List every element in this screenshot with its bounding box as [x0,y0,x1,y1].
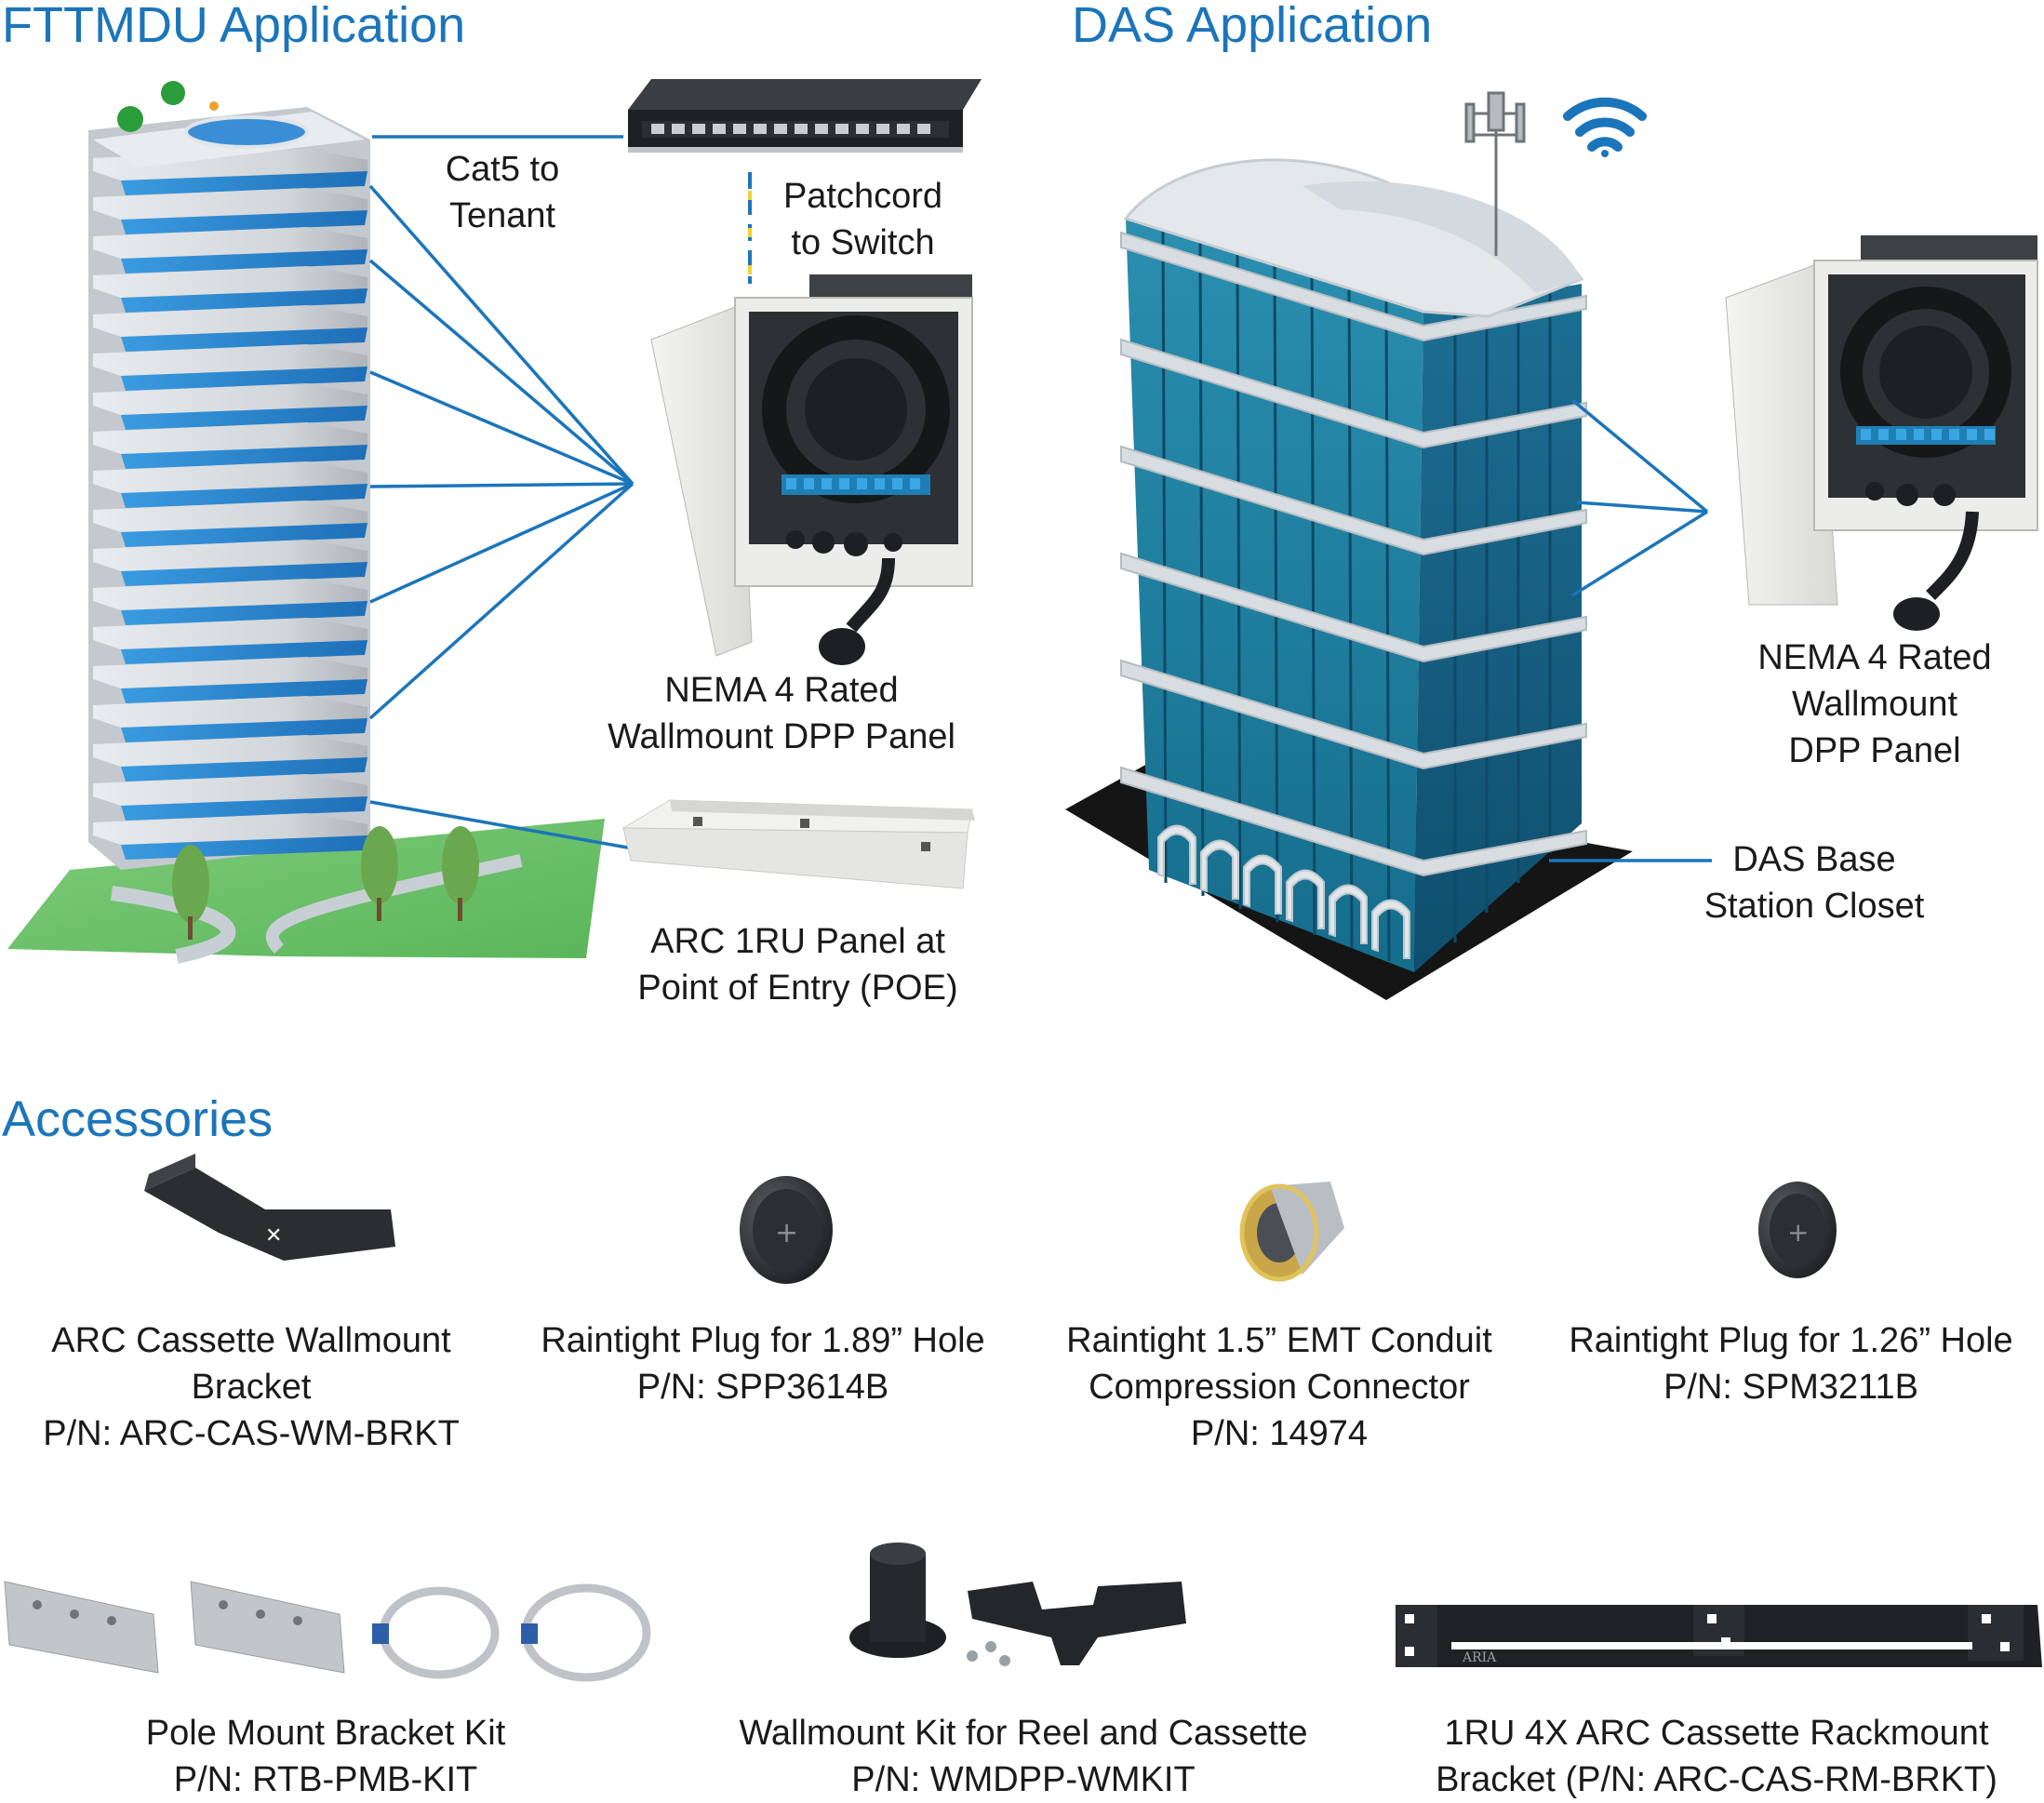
heading-fttmdu: FTTMDU Application [2,0,466,53]
trees [172,826,479,940]
raintight-plug-126: + [1758,1182,1837,1278]
cell-tower-icon [1464,91,1526,256]
arc-1ru-panel [621,799,975,889]
rack-brand-label: ARIA [1462,1650,1497,1665]
svg-text:✕: ✕ [265,1224,282,1248]
svg-text:+: + [1787,1217,1809,1248]
das-connectors [1549,398,1712,862]
fttmdu-connectors [368,135,635,850]
raintight-plug-189: + [740,1176,833,1284]
wallmount-kit-reel [849,1543,1186,1666]
heading-das: DAS Application [1072,0,1433,53]
nema-panel-das [1725,235,2038,631]
tower-floors [93,149,367,860]
svg-text:+: + [775,1217,798,1249]
wifi-icon [1563,97,1647,157]
nema-panel-fttmdu [650,274,973,665]
rackmount-bracket: ARIA [1396,1605,2042,1667]
rooftop [93,81,365,167]
heading-accessories: Accessories [2,1091,274,1147]
arc-cassette-wallmount-bracket: ✕ [144,1154,395,1261]
pole-mount-bracket-kit [4,1581,651,1682]
network-switch [628,79,982,153]
emt-conduit-connector [1239,1182,1344,1282]
das-building [1120,158,1587,972]
